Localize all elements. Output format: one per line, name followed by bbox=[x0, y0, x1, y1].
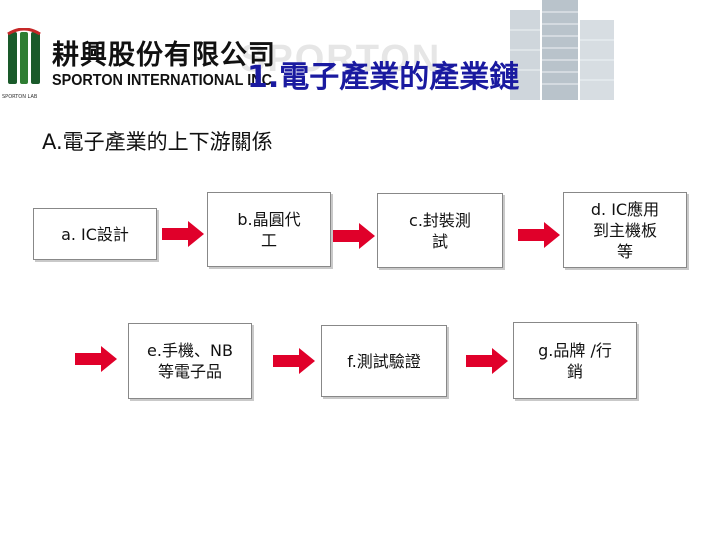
flow-box-brand-marketing: g.品牌 /行 銷 bbox=[513, 322, 637, 399]
flow-box-label: g.品牌 /行 銷 bbox=[538, 340, 612, 381]
header: SPORTON SPORTON LAB 耕興股份有限公司 SPORTON INT… bbox=[0, 0, 720, 110]
right-arrow-icon bbox=[466, 348, 508, 374]
flow-box-ic-application: d. IC應用 到主機板 等 bbox=[563, 192, 687, 268]
right-arrow-icon bbox=[273, 348, 315, 374]
company-logo-icon bbox=[7, 28, 41, 84]
right-arrow-icon bbox=[75, 346, 117, 372]
flow-box-testing-verification: f.測試驗證 bbox=[321, 325, 447, 397]
page-title: 1.電子產業的產業鏈 bbox=[247, 60, 520, 95]
flow-box-ic-design: a. IC設計 bbox=[33, 208, 157, 260]
flow-box-label: a. IC設計 bbox=[61, 224, 129, 244]
flow-box-electronic-products: e.手機、NB 等電子品 bbox=[128, 323, 252, 399]
logo-caption: SPORTON LAB bbox=[2, 94, 38, 100]
flow-box-label: d. IC應用 到主機板 等 bbox=[590, 199, 660, 261]
right-arrow-icon bbox=[333, 223, 375, 249]
section-subtitle: A.電子產業的上下游關係 bbox=[42, 130, 273, 154]
flow-box-label: e.手機、NB 等電子品 bbox=[147, 341, 233, 381]
company-name-cn: 耕興股份有限公司 bbox=[52, 40, 276, 71]
flow-box-packaging-test: c.封裝測 試 bbox=[377, 193, 503, 268]
watermark-text: SPORTON bbox=[240, 38, 442, 80]
flow-box-label: f.測試驗證 bbox=[347, 351, 421, 371]
right-arrow-icon bbox=[518, 222, 560, 248]
flow-box-wafer-foundry: b.晶圓代 工 bbox=[207, 192, 331, 267]
building-image bbox=[510, 0, 614, 100]
flow-box-label: b.晶圓代 工 bbox=[237, 209, 301, 250]
right-arrow-icon bbox=[162, 221, 204, 247]
company-name-en: SPORTON INTERNATIONAL INC. bbox=[52, 72, 277, 89]
flow-box-label: c.封裝測 試 bbox=[409, 210, 471, 251]
